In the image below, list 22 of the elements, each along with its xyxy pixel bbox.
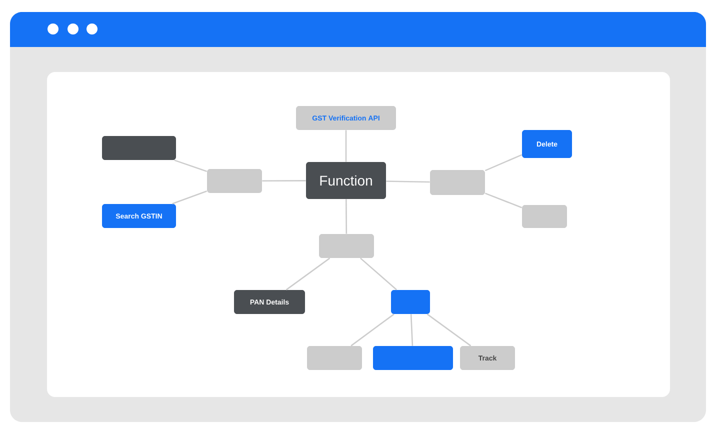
central-box: Function [306, 162, 386, 199]
connector-line [172, 190, 208, 204]
connector-line [426, 314, 472, 346]
connector-line [286, 258, 330, 290]
branch-box [391, 290, 430, 314]
connector-line [345, 130, 347, 162]
connector-line [346, 199, 348, 234]
topic-box [522, 205, 567, 228]
branch-box [430, 170, 485, 195]
topic-box [307, 346, 362, 370]
connector-line [262, 180, 306, 182]
connector-line [174, 160, 208, 172]
connector-line [410, 314, 414, 346]
connector-line [360, 258, 397, 290]
connector-line [484, 154, 522, 172]
topic-box [102, 136, 176, 160]
connector-line [386, 180, 430, 183]
branch-box [207, 169, 262, 193]
branch-box [319, 234, 374, 258]
connector-line [484, 192, 522, 208]
topic-box [373, 346, 453, 370]
connector-line [350, 314, 394, 346]
